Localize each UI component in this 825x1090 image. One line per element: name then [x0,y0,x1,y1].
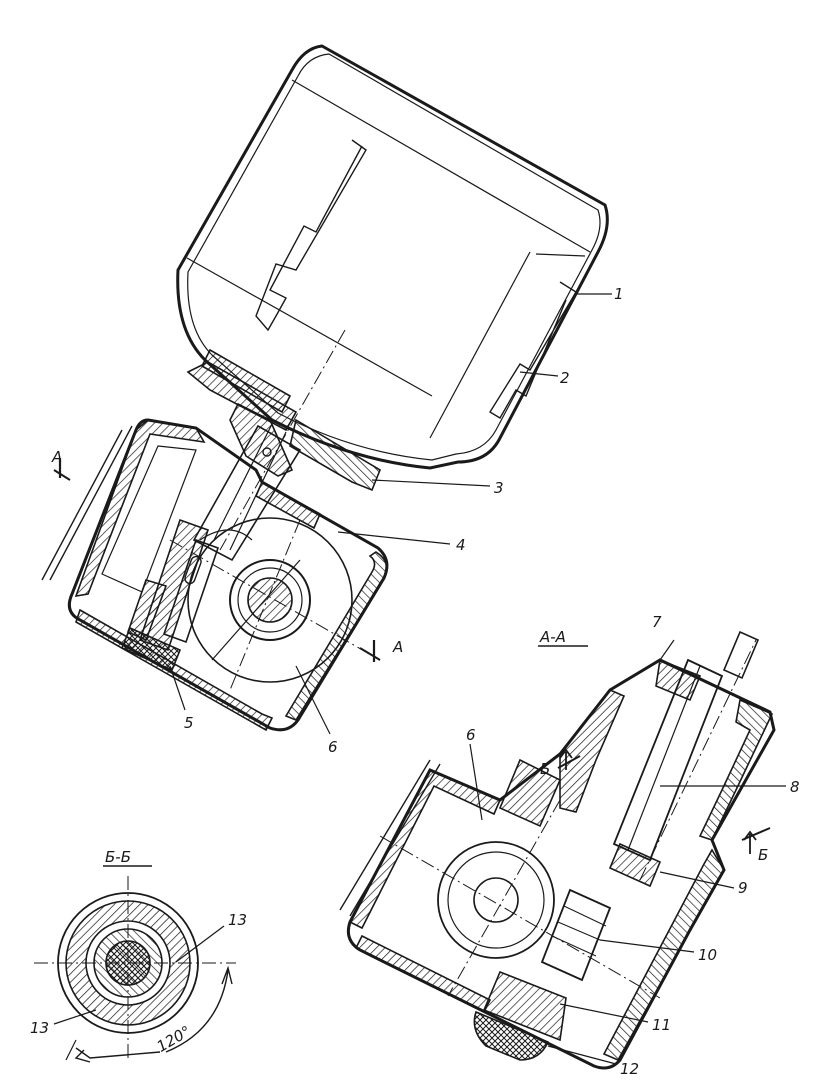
section-aa: А-А Б Б [339,628,776,1070]
callout-10: 10 [698,946,717,964]
section-aa-title: А-А [539,628,566,646]
section-bb: Б-Б 120° [34,848,236,1063]
hub-flange [186,348,381,562]
section-line-a: А А [51,448,403,662]
callout-9: 9 [738,879,748,897]
callout-12: 12 [620,1060,639,1078]
section-mark-b-right: Б [758,846,768,864]
callout-13-left: 13 [30,1019,49,1037]
callout-5: 5 [184,714,194,732]
callout-6-main: 6 [328,738,338,756]
callout-8: 8 [790,778,800,796]
section-mark-a-top: А [51,448,62,466]
section-mark-b-left: Б [540,760,550,778]
inner-blade-right [489,281,577,419]
callout-3: 3 [494,479,504,497]
callout-13-right: 13 [228,911,247,929]
drum-assembly [176,44,609,551]
inner-blade-left [255,139,367,332]
callout-4: 4 [456,536,466,554]
worm-gear-main [169,517,381,691]
section-bb-title: Б-Б [105,848,131,866]
callout-11: 11 [652,1016,671,1034]
callout-6-section: 6 [466,726,476,744]
angle-label: 120° [154,1022,194,1056]
callouts: 1 2 3 4 5 6 6 7 8 9 10 11 12 13 13 [30,285,800,1078]
callout-7: 7 [652,613,662,631]
section-mark-a-bottom: А [392,638,403,656]
callout-1: 1 [614,285,624,303]
leader-lines [53,293,786,1065]
worm-shaft [120,518,220,672]
callout-2: 2 [560,369,570,387]
